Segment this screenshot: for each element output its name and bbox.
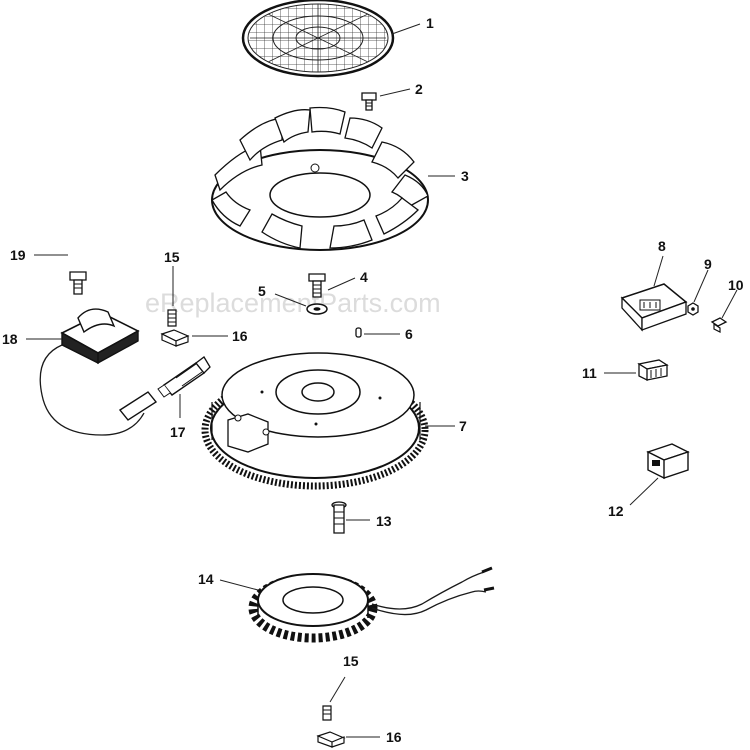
part-clip-16a <box>160 329 190 347</box>
callout-10: 10 <box>728 277 744 293</box>
part-regulator <box>620 283 688 332</box>
callout-15a: 15 <box>164 249 180 265</box>
callout-12: 12 <box>608 503 624 519</box>
callout-16b: 16 <box>386 729 402 745</box>
part-screw-10 <box>710 317 728 333</box>
callout-13: 13 <box>376 513 392 529</box>
part-connector-11 <box>637 359 669 382</box>
callout-7: 7 <box>459 418 467 434</box>
callout-15b: 15 <box>343 653 359 669</box>
part-relay-12 <box>646 443 690 480</box>
callout-4: 4 <box>360 269 368 285</box>
watermark-text: eReplacementParts.com <box>145 288 441 318</box>
part-nut-9 <box>687 302 699 316</box>
callout-3: 3 <box>461 168 469 184</box>
callout-9: 9 <box>704 256 712 272</box>
part-spark-plug <box>157 356 211 398</box>
part-screw-2 <box>361 92 377 111</box>
part-key-6 <box>355 327 362 338</box>
part-screw-15b <box>322 705 332 721</box>
callout-8: 8 <box>658 238 666 254</box>
callout-5: 5 <box>258 283 266 299</box>
part-washer-5 <box>306 303 328 315</box>
part-stator <box>248 566 495 643</box>
part-ignition-module <box>39 308 158 436</box>
callout-numbers: 1 2 3 4 5 6 7 8 9 10 11 12 13 14 15 15 1… <box>2 15 744 745</box>
callout-6: 6 <box>405 326 413 342</box>
callout-2: 2 <box>415 81 423 97</box>
part-grille-screen <box>241 0 395 78</box>
part-bolt-4 <box>308 273 326 298</box>
part-bolt-13 <box>331 501 347 534</box>
callout-16a: 16 <box>232 328 248 344</box>
part-flywheel <box>201 352 429 490</box>
part-screw-15a <box>167 309 177 327</box>
callout-17: 17 <box>170 424 186 440</box>
part-cooling-fan <box>211 106 429 251</box>
part-clip-16b <box>316 731 346 748</box>
callout-11: 11 <box>582 365 597 381</box>
callout-14: 14 <box>198 571 214 587</box>
callout-1: 1 <box>426 15 434 31</box>
callout-19: 19 <box>10 247 26 263</box>
callout-18: 18 <box>2 331 18 347</box>
part-bolt-19 <box>69 271 87 295</box>
leader-lines <box>26 23 738 738</box>
